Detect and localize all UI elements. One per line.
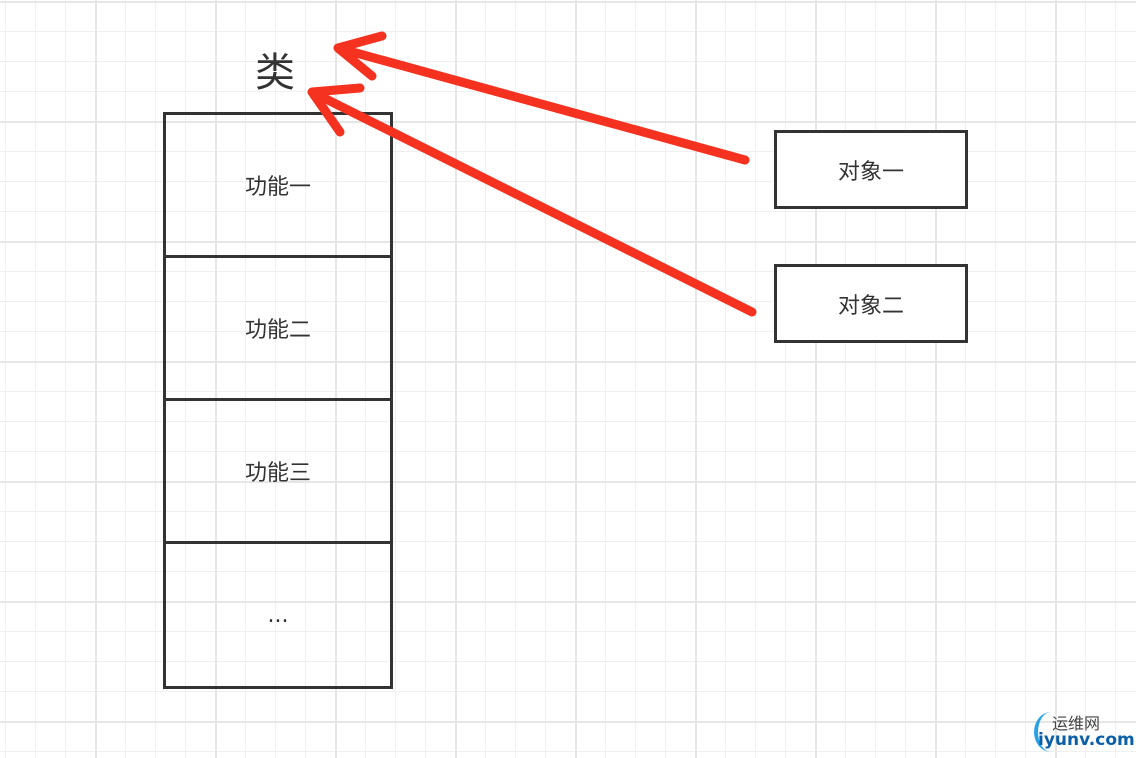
member-cell: ...	[267, 602, 289, 628]
logo-arc-icon	[1034, 712, 1068, 752]
class-label: 类	[255, 50, 295, 96]
arrow-object1-to-class	[333, 31, 750, 165]
watermark-cn: 运维网	[1052, 714, 1101, 733]
arrow-object2-to-class	[307, 83, 757, 317]
member-cell: 功能一	[166, 115, 390, 258]
watermark-en: iyunv.com	[1038, 730, 1135, 750]
class-box: 功能一 功能二 功能三 ...	[163, 112, 393, 689]
member-cell: 功能二	[166, 258, 390, 401]
watermark-logo: 运维网 iyunv.com	[1030, 708, 1136, 758]
member-cell: 功能三	[166, 401, 390, 544]
object-box-1: 对象一	[774, 130, 968, 209]
object-box-2: 对象二	[774, 264, 968, 343]
